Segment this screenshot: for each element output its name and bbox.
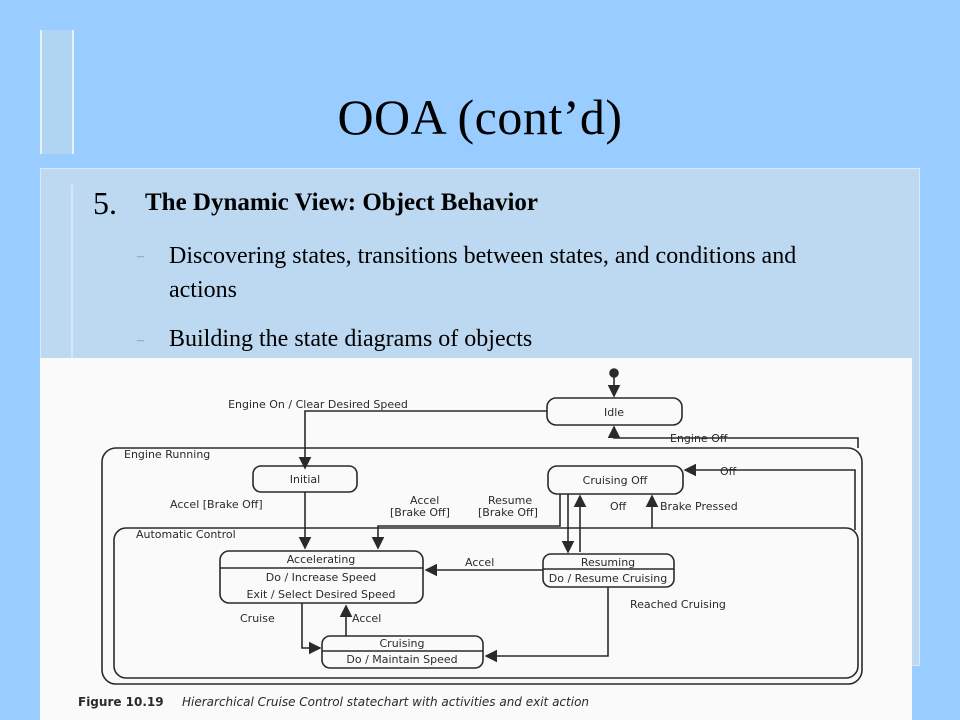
state-cruising-label: Cruising <box>380 637 425 650</box>
transition-accel-low-label: Accel <box>352 612 381 625</box>
bullet-item-1: Discovering states, transitions between … <box>169 243 797 303</box>
transition-accel-mid-label: Accel <box>465 556 494 569</box>
state-accelerating <box>219 550 424 604</box>
state-cruising-do: Do / Maintain Speed <box>346 653 457 666</box>
transition-accel-center-label: Accel <box>410 494 439 507</box>
state-cruising-off <box>547 465 684 495</box>
composite-engine-running <box>101 447 863 685</box>
state-initial-label: Initial <box>290 473 320 486</box>
title-box-left-edge <box>40 30 42 154</box>
section-title: The Dynamic View: Object Behavior <box>145 189 539 216</box>
state-accelerating-do: Do / Increase Speed <box>266 571 376 584</box>
composite-automatic-control-label: Automatic Control <box>136 528 236 541</box>
composite-automatic-control <box>113 527 859 679</box>
transition-accel-brake-off-label: Accel [Brake Off] <box>170 498 263 511</box>
figure-number: Figure 10.19 <box>78 695 164 709</box>
slide-title: OOA (cont’d) <box>337 89 623 145</box>
state-resuming-label: Resuming <box>581 556 635 569</box>
state-cruising-off-label: Cruising Off <box>583 474 648 487</box>
bullet-dash-1: – <box>137 249 144 264</box>
statechart-diagram: Idle Engine On / Clear Desired Speed Eng… <box>78 368 863 709</box>
transition-engine-off-label: Engine Off <box>670 432 728 445</box>
title-box-right-edge <box>72 30 74 154</box>
transition-resume-guard: [Brake Off] <box>478 506 538 519</box>
state-idle-label: Idle <box>604 406 624 419</box>
title-box: OOA (cont’d) <box>40 30 920 154</box>
state-accelerating-label: Accelerating <box>287 553 356 566</box>
composite-engine-running-label: Engine Running <box>124 448 210 461</box>
state-accelerating-exit: Exit / Select Desired Speed <box>247 588 396 601</box>
transition-resume-label: Resume <box>488 494 532 507</box>
transition-cruise-label: Cruise <box>240 612 275 625</box>
initial-pseudostate <box>609 368 619 378</box>
bullet-dash-2: – <box>137 333 144 348</box>
bullet-item-2: Building the state diagrams of objects <box>169 326 533 352</box>
transition-accel-center-guard: [Brake Off] <box>390 506 450 519</box>
transition-reached-cruising-label: Reached Cruising <box>630 598 726 611</box>
transition-off-mid-label: Off <box>610 500 627 513</box>
transition-off-top-label: Off <box>720 465 737 478</box>
transition-engine-on-label: Engine On / Clear Desired Speed <box>228 398 408 411</box>
state-cruising <box>321 635 484 669</box>
figure-caption: Hierarchical Cruise Control statechart w… <box>182 695 589 709</box>
section-number: 5. <box>93 185 117 221</box>
transition-brake-pressed-label: Brake Pressed <box>660 500 738 513</box>
content-panel-edge <box>71 185 73 375</box>
statechart-figure: Idle Engine On / Clear Desired Speed Eng… <box>40 358 912 720</box>
state-resuming-do: Do / Resume Cruising <box>549 572 667 585</box>
